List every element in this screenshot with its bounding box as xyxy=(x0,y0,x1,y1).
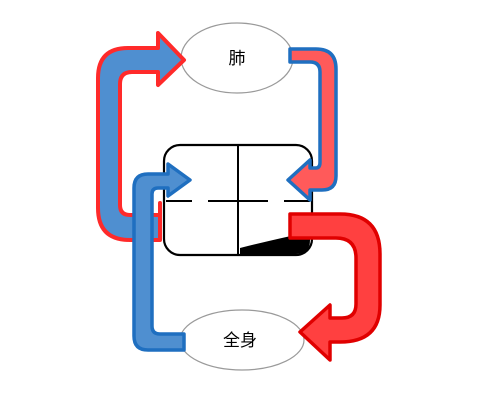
arrow-lung-to-heart xyxy=(286,47,338,202)
body-label: 全身 xyxy=(223,331,257,351)
arrow-body-to-heart xyxy=(132,162,192,352)
arrow-heart-to-lung xyxy=(96,31,186,242)
arrow-heart-to-body xyxy=(288,212,382,362)
lung-label: 肺 xyxy=(229,49,246,69)
